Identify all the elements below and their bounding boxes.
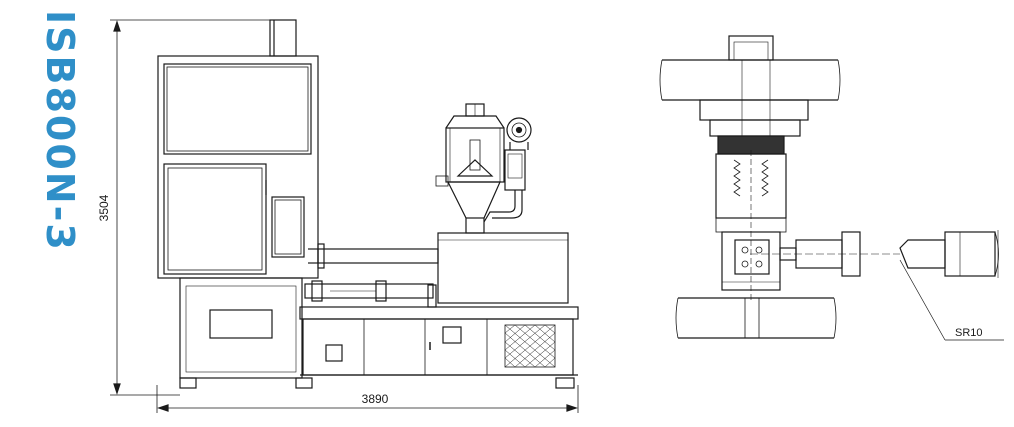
height-value: 3504 [97, 194, 111, 221]
model-name: ISB800N-3 [38, 10, 82, 252]
radius-label: SR10 [955, 327, 983, 339]
width-dimension [156, 385, 579, 413]
width-value: 3890 [362, 392, 389, 406]
mold-detail-view [659, 35, 1004, 341]
height-dimension [110, 19, 270, 396]
machine-side-view [157, 19, 579, 389]
